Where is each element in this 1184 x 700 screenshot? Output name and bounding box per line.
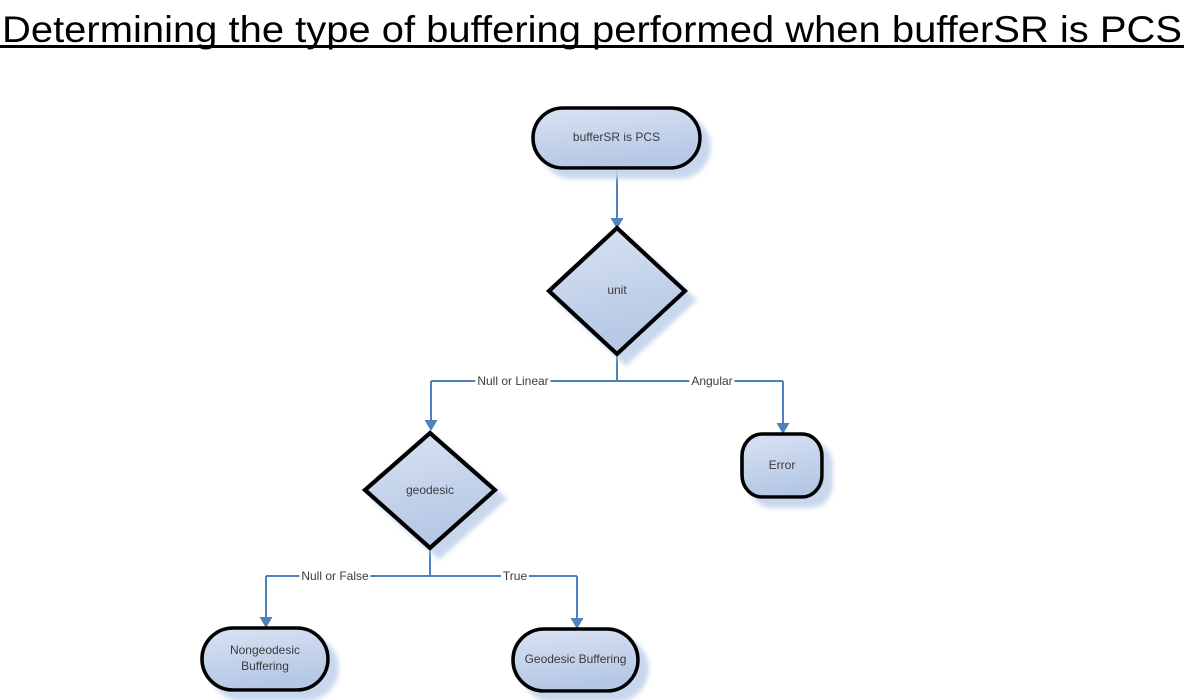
node-error-shape	[740, 432, 824, 499]
node-geodesic-buffering-shape	[511, 627, 640, 693]
edge-geodesic-branches	[265, 548, 578, 618]
arrowhead-into-geodesic-buffering	[570, 618, 584, 629]
node-unit-decision-shape	[545, 225, 689, 357]
connector-lines	[265, 168, 784, 618]
node-start-shape	[531, 106, 702, 170]
arrowhead-into-nongeodesic	[259, 617, 273, 628]
page-title: Determining the type of buffering perfor…	[2, 9, 1182, 50]
node-nongeodesic-shape	[200, 626, 330, 692]
arrowhead-into-error	[776, 423, 790, 434]
flowchart-nodes	[200, 106, 824, 693]
title-underline	[0, 45, 1184, 48]
connector-arrowheads	[259, 218, 790, 629]
arrowhead-into-geodesic	[424, 420, 438, 431]
edge-unit-branches	[430, 354, 784, 423]
arrowhead-into-unit	[610, 218, 624, 229]
node-geodesic-decision-shape	[361, 430, 499, 551]
